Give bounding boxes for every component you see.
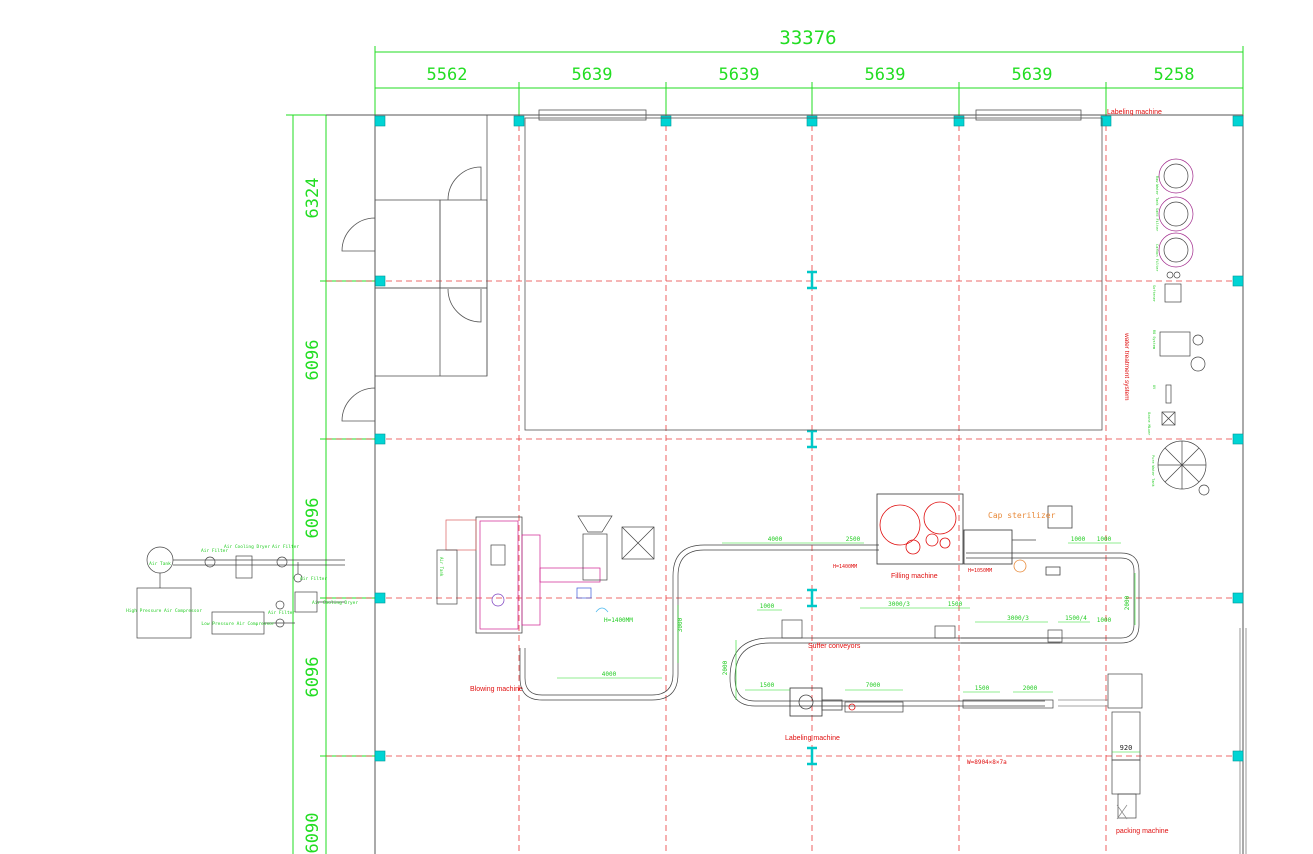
wt-pure-label: Pure Water Tank — [1151, 455, 1155, 488]
hp-compressor-label: High Pressure Air Compressor — [126, 608, 202, 614]
main-room — [524, 109, 1103, 431]
air-filter4-label: Air Filter — [268, 610, 295, 616]
labeling-machine-label: Labeling machine — [785, 735, 840, 742]
dim-1000-b: 1000 — [1097, 536, 1112, 543]
top-dimension-chain — [374, 46, 1244, 118]
filling-machine — [876, 493, 1073, 576]
wt-sand-label: Sand Filter — [1155, 208, 1159, 231]
wt-raw-label: Raw Water Tank — [1155, 176, 1159, 206]
row-dim-3: 6096 — [303, 498, 323, 539]
buf-3000-3: 3000/3 — [888, 601, 910, 608]
packing-area-label: W=8904×8×7a — [967, 759, 1007, 766]
wt-ro-label: RO System — [1152, 330, 1156, 349]
wt-softener-label: Softener — [1152, 285, 1156, 302]
lab-1500: 1500 — [760, 682, 775, 689]
dim-3000: 3000 — [677, 617, 684, 632]
steel-columns — [807, 270, 817, 766]
col-dim-3: 5639 — [719, 65, 760, 85]
row-dim-4: 6096 — [303, 657, 323, 698]
left-dimension-chain — [286, 114, 375, 854]
lab-7000: 7000 — [866, 682, 881, 689]
row-dim-2: 6096 — [303, 340, 323, 381]
dim-4000b: 4000 — [602, 671, 617, 678]
col-dim-5: 5639 — [1012, 65, 1053, 85]
air-system-tags: Air Tank Air Filter Air Cooling Dryer Ai… — [126, 544, 358, 627]
buf-1500-4: 1500/4 — [1065, 615, 1087, 622]
col-dim-6: 5258 — [1154, 65, 1195, 85]
lp-dryer-label: Air Cooling Dryer — [312, 600, 358, 606]
buf-1000b: 1000 — [1097, 617, 1112, 624]
water-treatment-system — [1157, 158, 1210, 496]
lab-2000: 2000 — [1023, 685, 1038, 692]
air-filter3-label: Air Filter — [300, 576, 327, 582]
filling-height-label: H=1400MM — [833, 564, 857, 570]
labeling-machine — [789, 687, 856, 717]
water-treatment-label: water treatment system — [1123, 332, 1130, 401]
col-dim-1: 5562 — [427, 65, 468, 85]
rooms-top-left — [341, 115, 488, 422]
wt-uv-label: UV — [1152, 385, 1156, 390]
water-treatment-tags: Raw Water Tank Sand Filter Carbon Filter… — [1147, 176, 1159, 488]
conveyor-lines — [519, 544, 1143, 820]
blowing-machine — [436, 515, 655, 634]
building-columns — [374, 115, 1244, 762]
dim-2500: 2500 — [846, 536, 861, 543]
row-dim-5: 6090 — [303, 813, 323, 854]
total-width-dimension: 33376 — [779, 27, 836, 49]
dim-4000: 4000 — [768, 536, 783, 543]
air-filter2-label: Air Filter — [272, 544, 299, 550]
blow-height-label: H=1400MM — [604, 617, 633, 624]
dim-2000-b: 2000 — [722, 660, 729, 675]
row-dim-1: 6324 — [303, 178, 323, 219]
wt-carbon-label: Carbon Filter — [1155, 244, 1159, 271]
buf-1000: 1000 — [760, 603, 775, 610]
sterilizer-height-label: H=1050MM — [968, 568, 992, 574]
structural-grid — [326, 115, 1243, 854]
air-tank-label: Air Tank — [149, 561, 171, 567]
dim-1000-a: 1000 — [1071, 536, 1086, 543]
conveyor-dim-lines — [557, 542, 1140, 753]
wt-ozone-label: Ozone Mixer — [1147, 412, 1151, 435]
col-dim-2: 5639 — [572, 65, 613, 85]
packing-machine-label: packing machine — [1116, 828, 1169, 835]
air-system — [136, 546, 345, 639]
buffer-conveyor-label: Suffer conveyors — [808, 643, 861, 650]
col-dim-4: 5639 — [865, 65, 906, 85]
pack-920: 920 — [1120, 744, 1133, 752]
buf-1500: 1500 — [948, 601, 963, 608]
buf-3000-3b: 3000/3 — [1007, 615, 1029, 622]
blow-side-label: Air Tank — [439, 557, 444, 577]
conveyor-dim-texts: 4000 2500 1000 1000 2000 3000 4000 2000 … — [602, 536, 1131, 692]
blowing-machine-label: Blowing machine — [470, 686, 523, 693]
building-outline — [326, 114, 1247, 854]
lp-compressor-label: Low Pressure Air Compressor — [201, 621, 274, 627]
dim-2000-a: 2000 — [1124, 595, 1131, 610]
lab-1500b: 1500 — [975, 685, 990, 692]
filling-machine-label: Filling machine — [891, 573, 938, 580]
labeling-label-top: Labeling machine — [1107, 109, 1162, 116]
air-filter1-label: Air Filter — [201, 548, 228, 554]
cooling-dryer-label: Air Cooling Dryer — [224, 544, 270, 550]
cap-sterilizer-label: Cap sterilizer — [988, 511, 1056, 520]
